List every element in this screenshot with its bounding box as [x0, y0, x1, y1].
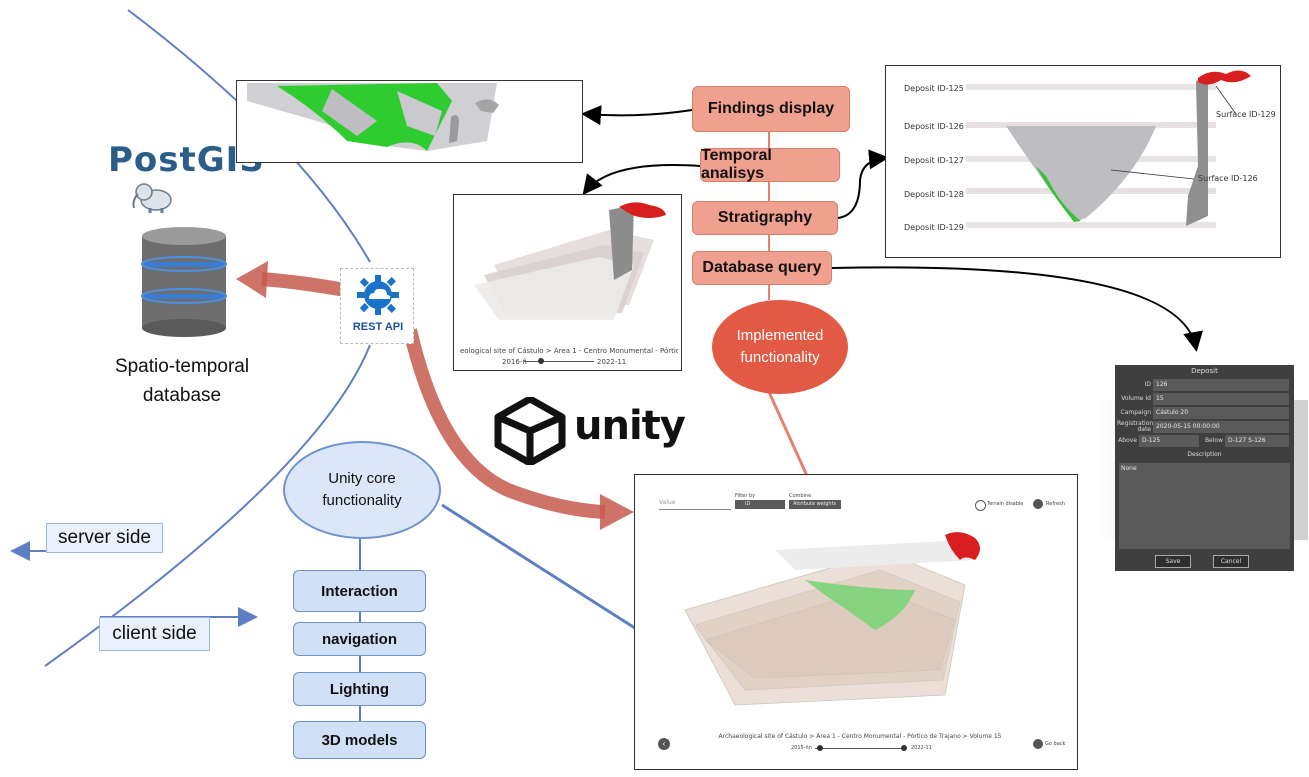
- terrain-label: Terrain disable: [987, 501, 1024, 507]
- findings-arrow: [581, 105, 693, 126]
- unity-core-node: Unity core functionality: [283, 441, 441, 539]
- terrain-toggle[interactable]: [975, 500, 986, 511]
- stratigraphy-panel: Deposit ID-125 Deposit ID-126 Deposit ID…: [885, 65, 1281, 258]
- viewer-combine-label: Combine: [789, 493, 812, 499]
- deposit-volume-label: Volume Id: [1121, 395, 1151, 402]
- temporal-analysis-box: Temporal analisys: [700, 147, 840, 182]
- viewer-combine-value: Attribute weights: [793, 501, 837, 507]
- viewer-3d-render: [684, 532, 980, 706]
- viewer-caption: Archaeological site of Cástulo > Área 1 …: [718, 733, 1002, 740]
- findings-panel: [236, 80, 583, 163]
- viewer-filter-select[interactable]: ID: [735, 500, 785, 509]
- database-label-line2: database: [142, 385, 222, 406]
- deposit-label-127: Deposit ID-127: [904, 156, 964, 165]
- unity-logo-text: unity: [574, 403, 686, 449]
- deposit-above-field[interactable]: D-125: [1139, 435, 1199, 447]
- deposit-campaign-field[interactable]: Cástulo 20: [1153, 407, 1289, 419]
- surface-label-129: Surface ID-129: [1216, 110, 1276, 119]
- findings-display-box: Findings display: [692, 86, 850, 132]
- main-viewer-panel: Value Filter by ID Combine Attribute wei…: [634, 474, 1078, 770]
- rest-api-label: REST API: [352, 321, 404, 333]
- deposit-below-field[interactable]: D-127 S-126: [1225, 435, 1289, 447]
- client-side-label: client side: [99, 617, 210, 651]
- database-icon: [141, 227, 227, 337]
- rest-api-node: REST API: [340, 268, 414, 344]
- implemented-line1: Implemented: [736, 327, 824, 344]
- temporal-render: [474, 202, 666, 320]
- interaction-box: Interaction: [293, 570, 426, 612]
- viewer-combine-select[interactable]: Attribute weights: [789, 500, 841, 509]
- deposit-cancel-button[interactable]: Cancel: [1213, 555, 1249, 568]
- go-back-button[interactable]: [1033, 739, 1043, 749]
- unity-core-line1: Unity core: [328, 470, 396, 487]
- postgis-elephant-icon: [132, 183, 172, 213]
- deposit-id-field[interactable]: 126: [1153, 379, 1289, 391]
- viewer-date-start: 2015-ñn: [791, 745, 812, 751]
- viewer-filter-label: Filter by: [735, 493, 756, 499]
- implemented-functionality-node: Implemented functionality: [712, 300, 848, 394]
- deposit-registration-field[interactable]: 2020-05-15 00:00:00: [1153, 421, 1289, 433]
- refresh-label: Refresh: [1046, 501, 1065, 507]
- 3d-models-box: 3D models: [293, 721, 426, 759]
- temporal-timeline[interactable]: [524, 361, 594, 362]
- implemented-line2: functionality: [740, 349, 820, 366]
- deposit-label-129: Deposit ID-129: [904, 223, 964, 232]
- deposit-id-label: ID: [1144, 381, 1151, 388]
- cloud-gear-icon: [357, 275, 399, 315]
- go-back-label: Go back: [1045, 741, 1066, 747]
- deposit-description-label: Description: [1187, 451, 1222, 458]
- lighting-box: Lighting: [293, 672, 426, 706]
- navigation-box: navigation: [293, 622, 426, 656]
- deposit-below-label: Below: [1204, 437, 1223, 444]
- viewer-date-end: 2022-11: [911, 745, 932, 751]
- core-to-viewer-line: [441, 503, 639, 632]
- stratigraphy-box: Stratigraphy: [692, 201, 838, 235]
- viewer-timeline[interactable]: [815, 748, 905, 749]
- deposit-form: Deposit ID 126 Volume Id 15 Campaign Cás…: [1115, 365, 1294, 571]
- temporal-date-start: 2016-ñ: [502, 358, 527, 366]
- findings-render: [237, 81, 582, 162]
- unity-cube-icon: [494, 397, 566, 465]
- refresh-button[interactable]: [1033, 499, 1043, 509]
- temporal-panel: eological site of Cástulo > Área 1 - Cen…: [453, 194, 682, 371]
- rest-to-db-arrow: [261, 272, 347, 297]
- deposit-save-button[interactable]: Save: [1155, 555, 1191, 568]
- dbquery-arrow: [831, 266, 1203, 352]
- surface-label-126: Surface ID-126: [1198, 174, 1258, 183]
- server-side-label: server side: [46, 523, 163, 553]
- implemented-to-viewer-line: [767, 391, 810, 479]
- temporal-date-end: 2022-11: [597, 358, 627, 366]
- viewer-timeline-handle-start[interactable]: [817, 745, 823, 751]
- temporal-timeline-handle[interactable]: [538, 358, 544, 364]
- deposit-label-125: Deposit ID-125: [904, 84, 964, 93]
- deposit-label-126: Deposit ID-126: [904, 122, 964, 131]
- unity-core-line2: functionality: [322, 492, 402, 509]
- database-label: Spatio-temporal database: [82, 352, 282, 410]
- database-label-line1: Spatio-temporal: [114, 356, 250, 377]
- viewer-timeline-handle-end[interactable]: [901, 745, 907, 751]
- deposit-description-field[interactable]: None: [1119, 463, 1290, 549]
- viewer-search-input[interactable]: Value: [659, 499, 731, 510]
- stratigraphy-render: [966, 70, 1251, 228]
- rest-to-viewer-arrow: [403, 328, 606, 519]
- rest-to-viewer-arrowhead: [600, 494, 634, 530]
- stratigraphy-arrow: [837, 149, 889, 219]
- temporal-arrow: [582, 164, 701, 196]
- deposit-registration-label: Registration date: [1117, 420, 1154, 433]
- deposit-volume-field[interactable]: 15: [1153, 393, 1289, 405]
- boundary-curve-lower: [44, 344, 371, 667]
- deposit-campaign-label: Campaign: [1120, 409, 1151, 416]
- viewer-filter-value: ID: [745, 501, 751, 507]
- rest-to-db-arrowhead: [236, 261, 268, 298]
- database-query-box: Database query: [692, 251, 832, 285]
- deposit-above-label: Above: [1118, 437, 1137, 444]
- deposit-label-128: Deposit ID-128: [904, 190, 964, 199]
- temporal-caption: eological site of Cástulo > Área 1 - Cen…: [460, 347, 678, 355]
- viewer-prev-button[interactable]: ‹: [658, 738, 670, 750]
- deposit-form-title: Deposit: [1191, 367, 1218, 375]
